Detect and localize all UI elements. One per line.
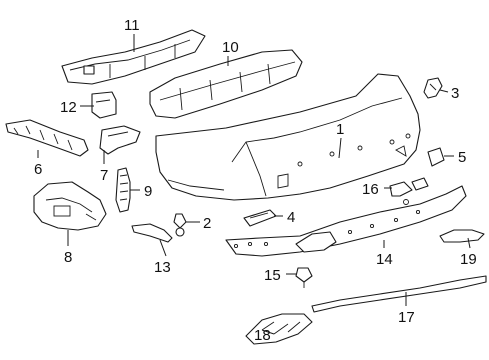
callout-18: 18	[254, 327, 271, 344]
part-10-energy-absorber	[149, 49, 303, 119]
part-1-bumper-cover	[155, 73, 421, 201]
part-19-end-trim	[439, 229, 485, 243]
callout-13: 13	[154, 259, 171, 276]
leader-1	[338, 137, 342, 159]
part-7-side-bracket	[99, 125, 141, 155]
part-5-cover	[427, 147, 445, 167]
callout-1: 1	[336, 121, 344, 138]
callout-12: 12	[60, 99, 77, 116]
callout-labels: 1 2 3 4 5 6 7 8 9 10 11 12 13 14 15 16 1…	[34, 17, 477, 344]
callout-3: 3	[451, 85, 459, 102]
callout-16: 16	[362, 181, 379, 198]
part-16-brackets	[389, 177, 429, 205]
leader-19	[467, 237, 471, 249]
callout-8: 8	[64, 249, 72, 266]
leader-18	[261, 329, 275, 335]
leader-3	[439, 89, 449, 93]
callout-4: 4	[287, 209, 295, 226]
part-8-lower-bracket	[33, 181, 107, 231]
part-17-long-strip	[311, 275, 487, 313]
callout-19: 19	[460, 251, 477, 268]
part-18-grille-insert	[245, 313, 313, 345]
callout-17: 17	[398, 309, 415, 326]
part-2-clip	[173, 213, 187, 237]
part-3-cap	[423, 77, 443, 99]
part-15-screw	[295, 267, 313, 288]
leader-13	[159, 239, 167, 257]
part-11-reinforcement-bar	[61, 29, 206, 85]
callout-10: 10	[222, 39, 239, 56]
callout-9: 9	[144, 183, 152, 200]
callout-11: 11	[124, 17, 140, 34]
callout-14: 14	[376, 251, 393, 268]
leader-lines	[37, 34, 471, 335]
part-14-diffuser	[225, 185, 467, 257]
callout-5: 5	[458, 149, 466, 166]
callout-2: 2	[203, 215, 211, 232]
part-4-reflector	[243, 209, 277, 227]
callout-6: 6	[34, 161, 42, 178]
callout-7: 7	[100, 167, 108, 184]
callout-15: 15	[264, 267, 281, 284]
part-13-moulding-strip	[131, 223, 173, 243]
part-12-bracket	[91, 91, 117, 119]
part-9-vertical-retainer	[115, 167, 131, 213]
part-6-retainer	[5, 119, 89, 157]
